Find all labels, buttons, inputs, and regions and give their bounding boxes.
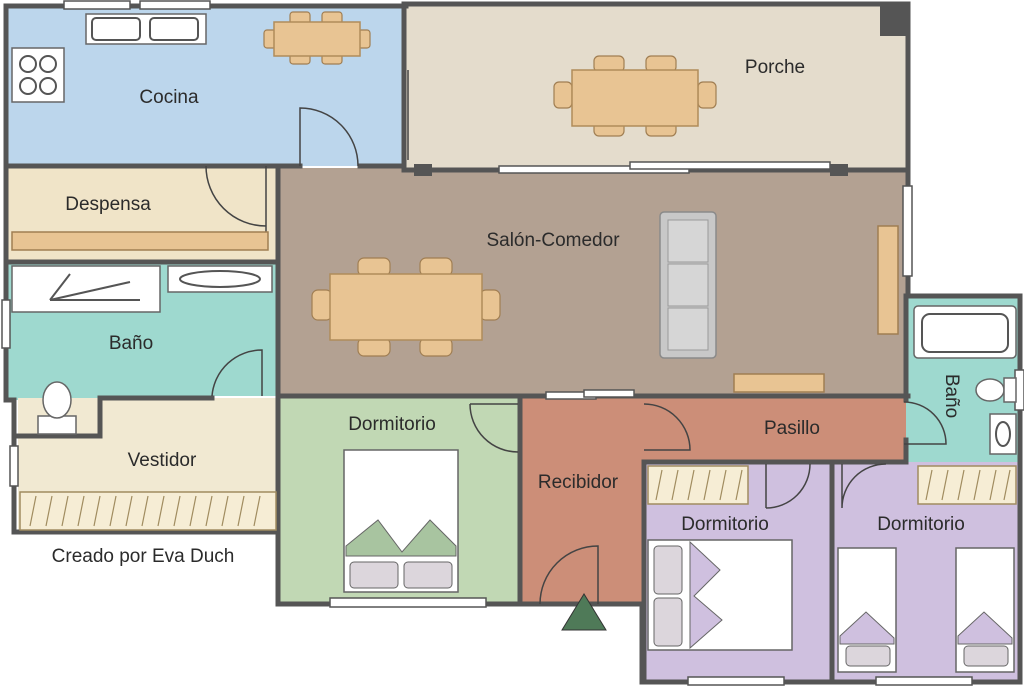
label-vestidor: Vestidor [128,450,197,471]
doors [205,70,947,605]
label-pasillo: Pasillo [764,418,820,439]
cocina-furniture [11,11,371,103]
label-dormitorio-2: Dormitorio [681,514,769,535]
label-bano-1: Baño [109,333,153,354]
room-recibidor [518,398,642,604]
salon-furniture [311,211,899,393]
kitchen-table [273,21,361,57]
porche-furniture [553,55,717,137]
label-bano-2: Baño [941,374,962,418]
stove [11,47,65,103]
room-labels: Cocina Porche Despensa Salón-Comedor Bañ… [65,57,965,535]
label-porche: Porche [745,57,805,78]
vestidor-wardrobe [19,491,277,531]
washbasin-2 [989,413,1017,455]
toilet-2 [975,378,1005,402]
label-salon-comedor: Salón-Comedor [486,230,620,251]
porche-table [571,69,699,127]
entrance-triangle-icon [561,593,607,631]
label-recibidor: Recibidor [538,472,619,493]
washbasin-1 [167,265,273,293]
bano-2-furniture [913,305,1017,455]
bano-1-furniture [11,265,273,435]
sideboard [733,373,825,393]
dormitorio-2-furniture [647,465,793,651]
tv-unit [877,225,899,335]
despensa-shelf [11,231,269,251]
shower [11,265,161,313]
label-cocina: Cocina [139,87,199,108]
dormitorio-3-furniture [837,465,1017,673]
label-dormitorio-1: Dormitorio [348,414,436,435]
credit-text: Creado por Eva Duch [52,546,235,567]
label-despensa: Despensa [65,194,151,215]
label-dormitorio-3: Dormitorio [877,514,965,535]
dormitorio-1-bed [343,449,459,593]
dining-table [329,273,483,341]
bathtub [913,305,1017,359]
